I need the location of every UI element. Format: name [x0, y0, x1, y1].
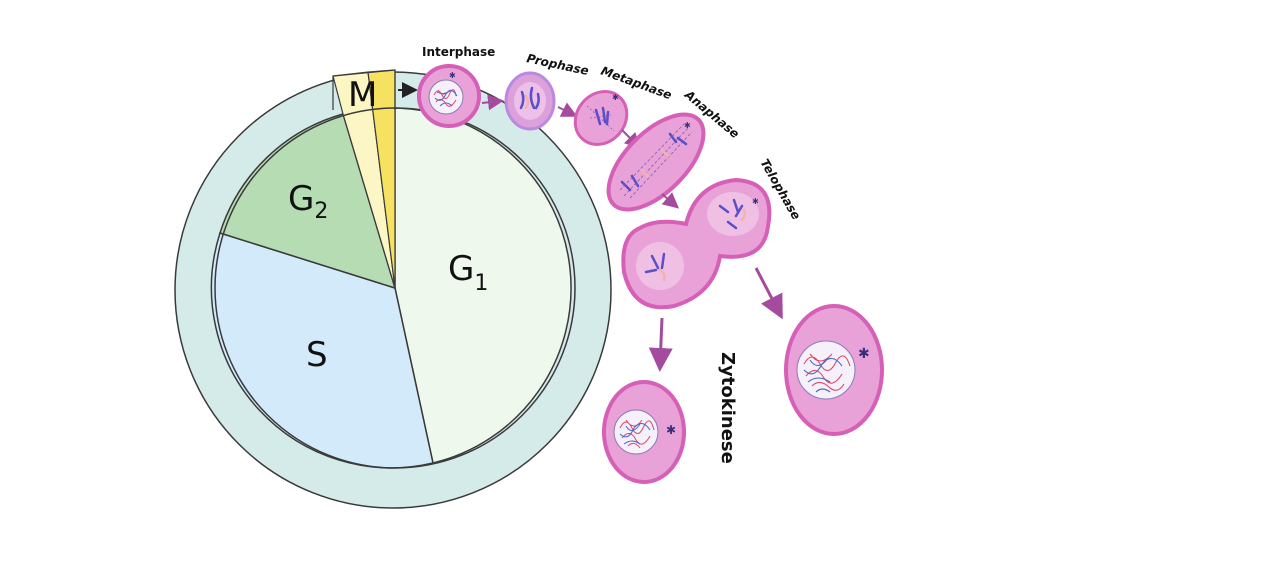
- daughter-cell-right: ✱: [784, 304, 884, 436]
- svg-text:✱: ✱: [752, 197, 759, 206]
- label-s: S: [306, 335, 328, 375]
- m-box: [332, 69, 396, 110]
- svg-text:✱: ✱: [684, 121, 691, 130]
- anaphase-cell: ✱: [606, 112, 706, 212]
- svg-text:✱: ✱: [666, 423, 676, 437]
- telophase-cell: ✱: [621, 177, 772, 310]
- arrow-anaphase-telophase: [661, 192, 680, 209]
- cell-cycle-wheel: M G2 S G1: [174, 69, 612, 509]
- centrosome-icon: ✱: [449, 71, 456, 80]
- arrow-interphase-prophase: [481, 94, 504, 111]
- label-interphase: Interphase: [422, 45, 495, 59]
- daughter-cell-left: ✱: [602, 380, 686, 484]
- interphase-cell: ✱: [417, 64, 481, 128]
- prophase-cell: [504, 71, 556, 131]
- svg-text:✱: ✱: [612, 93, 619, 102]
- arrow-to-daughter-right: [754, 267, 783, 320]
- metaphase-cell: ✱: [573, 90, 629, 146]
- label-g1: G1: [448, 249, 488, 296]
- g2-sector: [219, 113, 397, 290]
- arrow-to-daughter-left: [648, 317, 673, 372]
- inner-circle-outline: [214, 107, 576, 469]
- mitosis-sequence: ✱ Interphase Prophase ✱ Metaphase: [417, 45, 884, 484]
- arrow-prophase-metaphase: [557, 102, 578, 117]
- label-cytokinesis: Zytokinese: [717, 352, 738, 464]
- label-g2: G2: [288, 179, 328, 224]
- label-m: M: [348, 75, 377, 115]
- svg-text:✱: ✱: [858, 346, 870, 362]
